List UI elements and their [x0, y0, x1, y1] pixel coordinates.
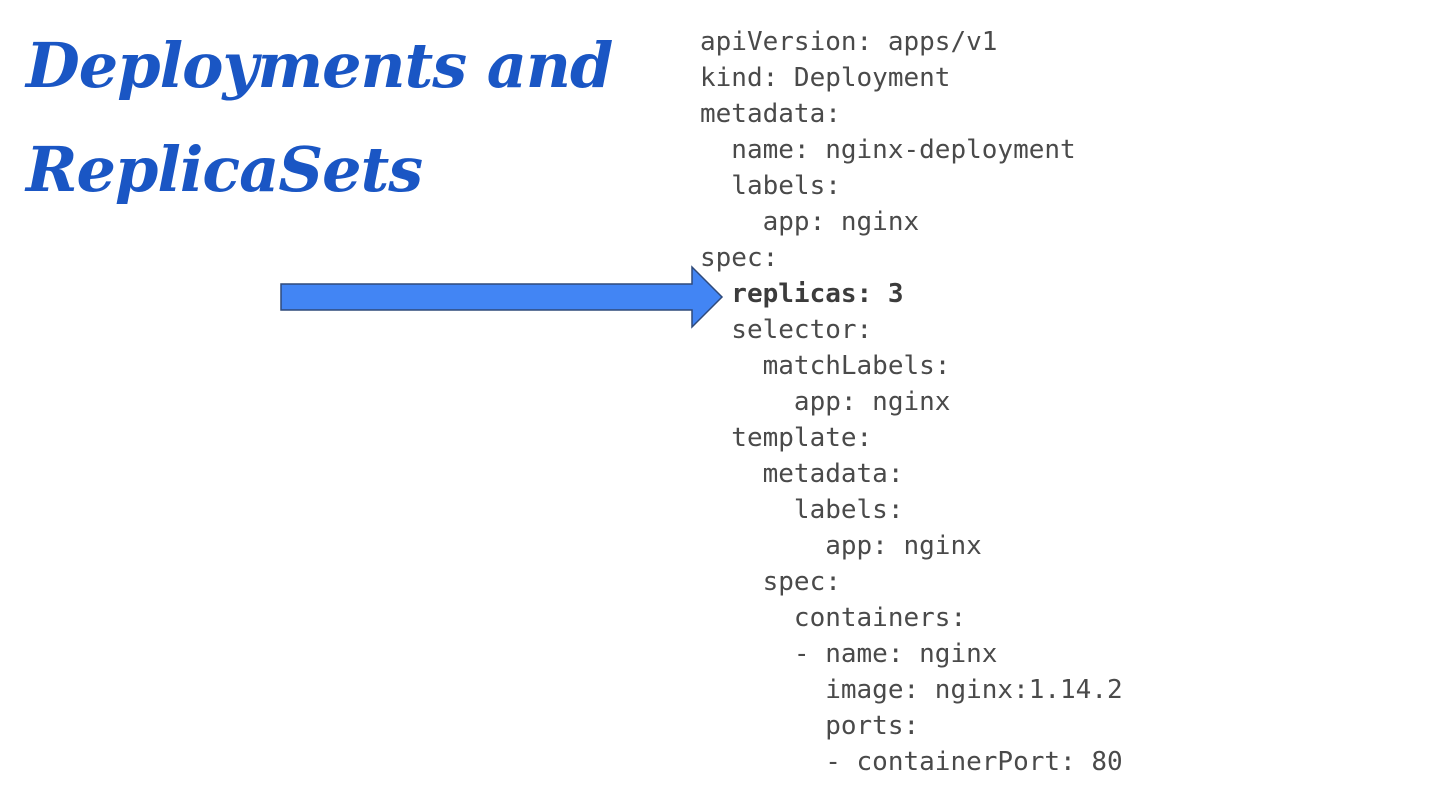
code-line-template: template:: [700, 423, 873, 453]
code-line-api-version: apiVersion: apps/v1: [700, 27, 998, 57]
code-line-spec: spec:: [700, 243, 779, 273]
code-line-labels: labels:: [700, 171, 841, 201]
code-line-name: name: nginx-deployment: [700, 135, 1076, 165]
code-line-template-spec: spec:: [700, 567, 841, 597]
code-line-app: app: nginx: [700, 207, 920, 237]
slide-title: Deployments and ReplicaSets: [26, 14, 666, 222]
code-line-image: image: nginx:1.14.2: [700, 675, 1123, 705]
right-arrow-icon: [280, 265, 724, 329]
code-line-replicas-highlighted: replicas: 3: [700, 279, 904, 309]
code-line-match-labels: matchLabels:: [700, 351, 951, 381]
slide-title-line-2: ReplicaSets: [26, 133, 423, 206]
code-line-template-labels: labels:: [700, 495, 904, 525]
code-line-metadata: metadata:: [700, 99, 841, 129]
code-line-containers: containers:: [700, 603, 967, 633]
slide-title-line-1: Deployments and: [26, 29, 613, 102]
code-line-selector-app: app: nginx: [700, 387, 951, 417]
code-line-container-name: - name: nginx: [700, 639, 998, 669]
code-line-container-port: - containerPort: 80: [700, 747, 1123, 777]
code-line-kind: kind: Deployment: [700, 63, 951, 93]
yaml-code-block: apiVersion: apps/v1 kind: Deployment metad…: [700, 24, 1123, 780]
code-line-template-app: app: nginx: [700, 531, 982, 561]
code-line-selector: selector:: [700, 315, 873, 345]
code-line-template-metadata: metadata:: [700, 459, 904, 489]
code-line-ports: ports:: [700, 711, 920, 741]
